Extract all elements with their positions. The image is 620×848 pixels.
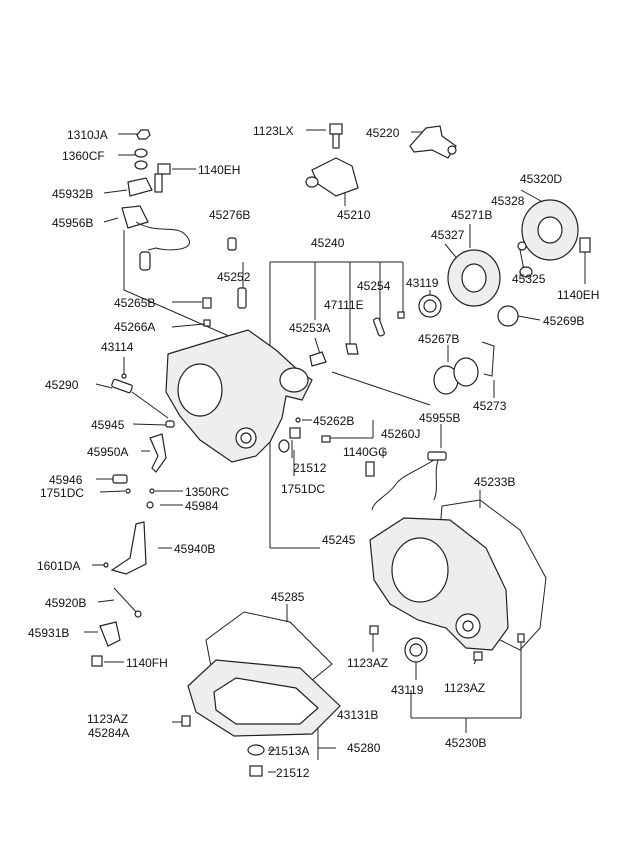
label-45940B: 45940B	[174, 542, 215, 556]
label-45325: 45325	[512, 272, 546, 286]
label-45327: 45327	[431, 228, 465, 242]
label-45946: 45946	[49, 473, 83, 487]
label-47111E: 47111E	[324, 298, 364, 312]
label-45269B: 45269B	[543, 314, 584, 328]
label-45230B: 45230B	[445, 736, 486, 750]
label-45955B: 45955B	[419, 411, 460, 425]
label-45252: 45252	[217, 270, 251, 284]
label-45233B: 45233B	[474, 475, 515, 489]
label-43131B: 43131B	[337, 708, 378, 722]
label-43119-upper: 43119	[406, 276, 439, 290]
label-21512-lower: 21512	[276, 766, 310, 780]
label-1140EH-upper: 1140EH	[198, 163, 240, 177]
label-1360CF: 1360CF	[62, 149, 105, 163]
label-1140EH-right: 1140EH	[557, 288, 599, 302]
label-45932B: 45932B	[52, 187, 93, 201]
label-43114: 43114	[101, 340, 134, 354]
label-45320D: 45320D	[520, 172, 562, 186]
small-hardware-parts	[91, 123, 457, 667]
label-45276B: 45276B	[209, 208, 250, 222]
label-45266A: 45266A	[114, 320, 155, 334]
label-45945: 45945	[91, 418, 125, 432]
label-1140FH: 1140FH	[126, 656, 168, 670]
label-45956B: 45956B	[52, 216, 93, 230]
label-45245: 45245	[322, 533, 356, 547]
label-45260J: 45260J	[381, 427, 420, 441]
label-45328: 45328	[491, 194, 525, 208]
label-45262B: 45262B	[313, 414, 354, 428]
label-1310JA: 1310JA	[67, 128, 108, 142]
label-21513A: 21513A	[268, 744, 309, 758]
label-45240: 45240	[311, 236, 345, 250]
label-45920B: 45920B	[45, 596, 86, 610]
label-45220: 45220	[366, 126, 400, 140]
label-1123AZ-right: 1123AZ	[444, 681, 485, 695]
label-1601DA: 1601DA	[37, 559, 80, 573]
label-45253A: 45253A	[289, 321, 330, 335]
label-45280: 45280	[347, 741, 381, 755]
label-45290: 45290	[45, 378, 79, 392]
transmission-case-parts	[165, 199, 591, 777]
label-45273: 45273	[473, 399, 507, 413]
part-number-labels: 1310JA 1360CF 1140EH 45932B 45956B 1123L…	[28, 124, 599, 780]
label-1751DC-left: 1751DC	[40, 486, 84, 500]
label-45931B: 45931B	[28, 626, 69, 640]
label-45267B: 45267B	[418, 332, 459, 346]
label-1140GG: 1140GG	[343, 445, 387, 459]
label-45984: 45984	[185, 499, 219, 513]
label-1123LX: 1123LX	[253, 124, 293, 138]
label-1123AZ-left: 1123AZ	[87, 712, 128, 726]
label-1123AZ-middle: 1123AZ	[347, 656, 388, 670]
label-45271B: 45271B	[451, 208, 492, 222]
label-45285: 45285	[271, 590, 305, 604]
label-45284A: 45284A	[88, 726, 129, 740]
label-1751DC-middle: 1751DC	[281, 482, 325, 496]
label-45254: 45254	[357, 279, 391, 293]
label-1350RC: 1350RC	[185, 485, 229, 499]
label-45210: 45210	[337, 208, 371, 222]
label-45950A: 45950A	[87, 445, 128, 459]
label-43119-lower: 43119	[391, 683, 424, 697]
label-21512-middle: 21512	[293, 461, 327, 475]
label-45265B: 45265B	[114, 296, 155, 310]
